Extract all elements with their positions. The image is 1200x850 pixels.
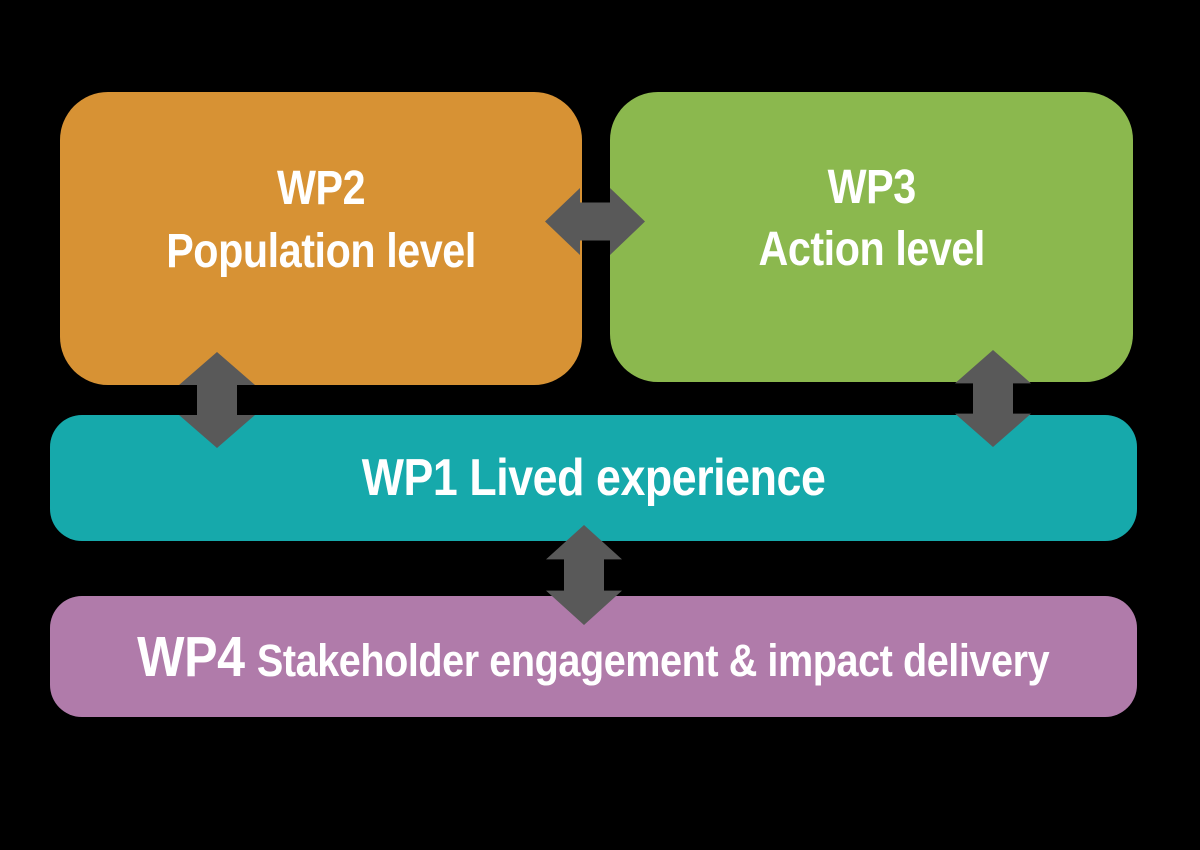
wp3-label: WP3 Action level [758, 157, 985, 318]
wp2-label: WP2 Population level [166, 158, 476, 319]
wp3-label-line1: WP3 [827, 160, 916, 214]
wp4-label: WP4 Stakeholder engagement & impact deli… [138, 624, 1050, 690]
wp2-box: WP2 Population level [60, 92, 582, 385]
wp4-label-prefix: WP4 [137, 624, 246, 689]
wp2-label-line1: WP2 [276, 162, 366, 216]
double-arrow-wp1-wp4-icon [546, 525, 622, 625]
double-arrow-wp2-wp1-icon [179, 352, 255, 448]
wp4-label-rest: Stakeholder engagement & impact delivery [257, 634, 1050, 686]
wp3-label-line2: Action level [758, 223, 985, 276]
wp1-label: WP1 Lived experience [361, 449, 826, 507]
wp4-box: WP4 Stakeholder engagement & impact deli… [50, 596, 1137, 717]
wp3-box: WP3 Action level [610, 92, 1133, 382]
double-arrow-wp2-wp3-icon [545, 188, 645, 255]
wp2-label-line2: Population level [166, 224, 476, 278]
double-arrow-wp3-wp1-icon [955, 350, 1031, 447]
wp1-box: WP1 Lived experience [50, 415, 1137, 541]
